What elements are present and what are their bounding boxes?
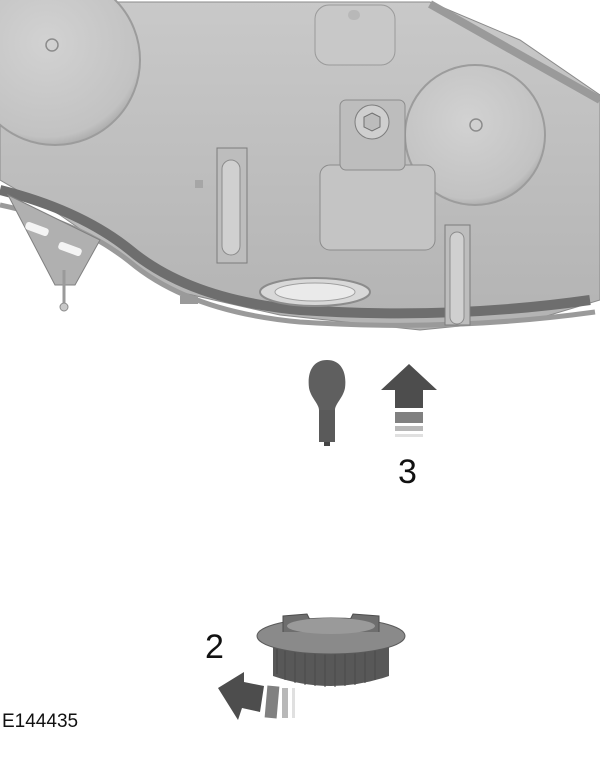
figure-reference-code: E144435 [2, 711, 79, 732]
arrow-up-icon [379, 362, 439, 442]
bulb-illustration [305, 358, 349, 450]
headlamp-housing-illustration [0, 0, 600, 335]
step-label-3: 3 [398, 453, 417, 491]
bulb-holder-illustration [255, 608, 407, 692]
arrow-rotate-left-icon [214, 668, 304, 724]
step-label-2: 2 [205, 628, 224, 666]
